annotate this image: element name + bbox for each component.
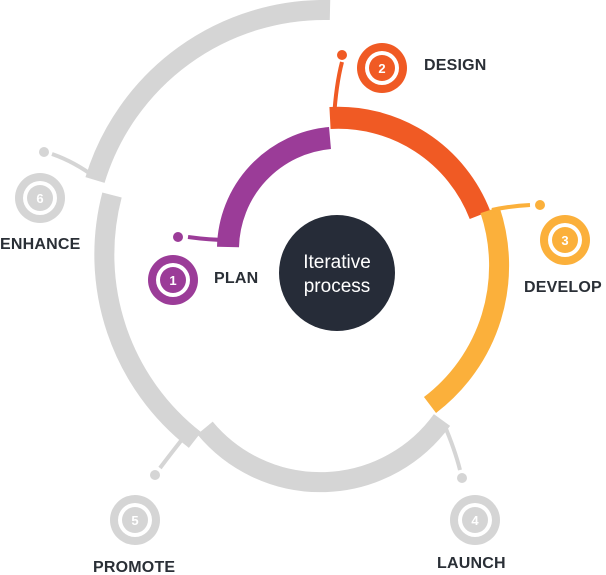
- badge-step-1: 1: [148, 255, 198, 305]
- svg-text:3: 3: [561, 233, 568, 248]
- svg-text:5: 5: [131, 513, 138, 528]
- outer-ring-promote-segment: [94, 192, 202, 448]
- outer-ring-enhance-segment: [85, 0, 331, 183]
- connector-promote: [150, 430, 190, 480]
- badge-step-6: 6: [15, 173, 65, 223]
- badge-step-5: 5: [110, 495, 160, 545]
- center-hub: Iterative process: [279, 215, 395, 331]
- arc-plan: [217, 127, 332, 248]
- connector-plan: [173, 232, 229, 242]
- center-line-2: process: [304, 276, 371, 297]
- label-design: DESIGN: [424, 57, 487, 74]
- badge-step-3: 3: [540, 215, 590, 265]
- svg-text:2: 2: [378, 61, 385, 76]
- label-enhance: ENHANCE: [0, 236, 81, 253]
- label-develop: DEVELOP: [524, 279, 602, 296]
- arc-design: [329, 106, 491, 220]
- badge-step-2: 2: [357, 43, 407, 93]
- connector-develop: [491, 200, 545, 212]
- label-promote: PROMOTE: [93, 559, 176, 575]
- badge-step-4: 4: [450, 495, 500, 545]
- label-launch: LAUNCH: [437, 555, 506, 572]
- inner-ring-launch-segment: [197, 414, 451, 493]
- svg-text:6: 6: [36, 191, 43, 206]
- connector-enhance: [39, 147, 98, 180]
- svg-text:1: 1: [169, 273, 176, 288]
- connector-design: [332, 50, 347, 119]
- connector-launch: [442, 423, 467, 483]
- arc-develop: [423, 206, 510, 413]
- label-plan: PLAN: [214, 270, 259, 287]
- center-line-1: Iterative: [303, 252, 371, 273]
- svg-text:4: 4: [471, 513, 479, 528]
